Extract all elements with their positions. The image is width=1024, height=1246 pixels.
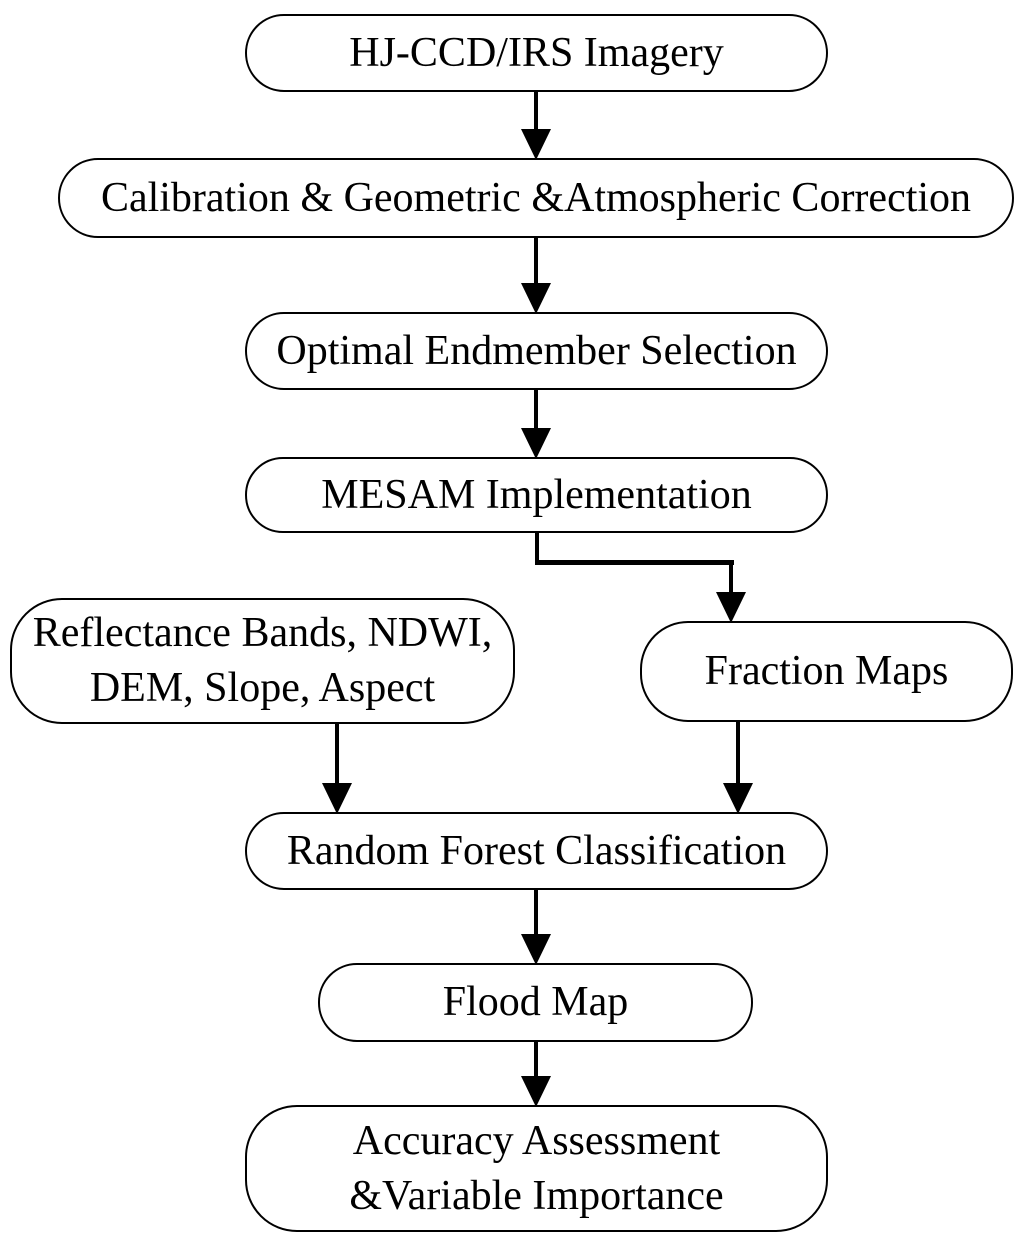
arrow-calibration-to-endmember (521, 238, 551, 314)
arrow-shaft (534, 390, 538, 433)
node-random-forest-classification: Random Forest Classification (245, 812, 828, 890)
node-accuracy-assessment: Accuracy Assessment &Variable Importance (245, 1105, 828, 1232)
node-label-line2: DEM, Slope, Aspect (89, 665, 436, 711)
arrow-shaft (335, 722, 339, 788)
arrow-fraction-to-random-forest (723, 722, 753, 814)
node-hj-ccd-irs-imagery: HJ-CCD/IRS Imagery (245, 14, 828, 92)
node-label-line1: Reflectance Bands, NDWI, (32, 610, 493, 657)
arrow-shaft (729, 563, 733, 597)
node-label-line1: Accuracy Assessment (352, 1117, 721, 1164)
node-reflectance-bands: Reflectance Bands, NDWI, DEM, Slope, Asp… (10, 598, 515, 724)
arrow-shaft (534, 890, 538, 939)
arrow-shaft (534, 238, 538, 288)
arrow-endmember-to-mesam (521, 390, 551, 459)
arrow-shaft (534, 1041, 538, 1081)
node-label-line2: &Variable Importance (349, 1172, 724, 1219)
arrow-mesam-to-fraction (716, 563, 746, 623)
elbow-mesam-horizontal-segment (535, 560, 734, 565)
node-label: Optimal Endmember Selection (276, 327, 797, 374)
arrowhead-down-icon (521, 129, 551, 160)
arrowhead-down-icon (521, 283, 551, 314)
arrowhead-down-icon (723, 783, 753, 814)
node-label: Flood Map (442, 979, 629, 1026)
arrowhead-down-icon (521, 1076, 551, 1107)
elbow-mesam-vertical-segment (535, 532, 539, 565)
arrowhead-down-icon (521, 934, 551, 965)
node-label: Fraction Maps (704, 648, 949, 695)
node-label: MESAM Implementation (321, 471, 752, 518)
arrow-random-forest-to-flood-map (521, 890, 551, 965)
node-label: Calibration & Geometric &Atmospheric Cor… (100, 174, 972, 221)
node-calibration-correction: Calibration & Geometric &Atmospheric Cor… (58, 158, 1014, 238)
arrow-imagery-to-calibration (521, 92, 551, 160)
arrowhead-down-icon (521, 428, 551, 459)
arrow-shaft (736, 722, 740, 788)
arrow-shaft (534, 92, 538, 134)
node-optimal-endmember-selection: Optimal Endmember Selection (245, 312, 828, 390)
arrow-reflectance-to-random-forest (322, 722, 352, 814)
node-fraction-maps: Fraction Maps (640, 621, 1013, 722)
node-mesam-implementation: MESAM Implementation (245, 457, 828, 533)
node-label: Random Forest Classification (286, 827, 787, 874)
node-label: HJ-CCD/IRS Imagery (349, 29, 724, 76)
arrowhead-down-icon (322, 783, 352, 814)
arrow-flood-map-to-accuracy (521, 1041, 551, 1107)
arrowhead-down-icon (716, 592, 746, 623)
node-flood-map: Flood Map (318, 963, 753, 1042)
